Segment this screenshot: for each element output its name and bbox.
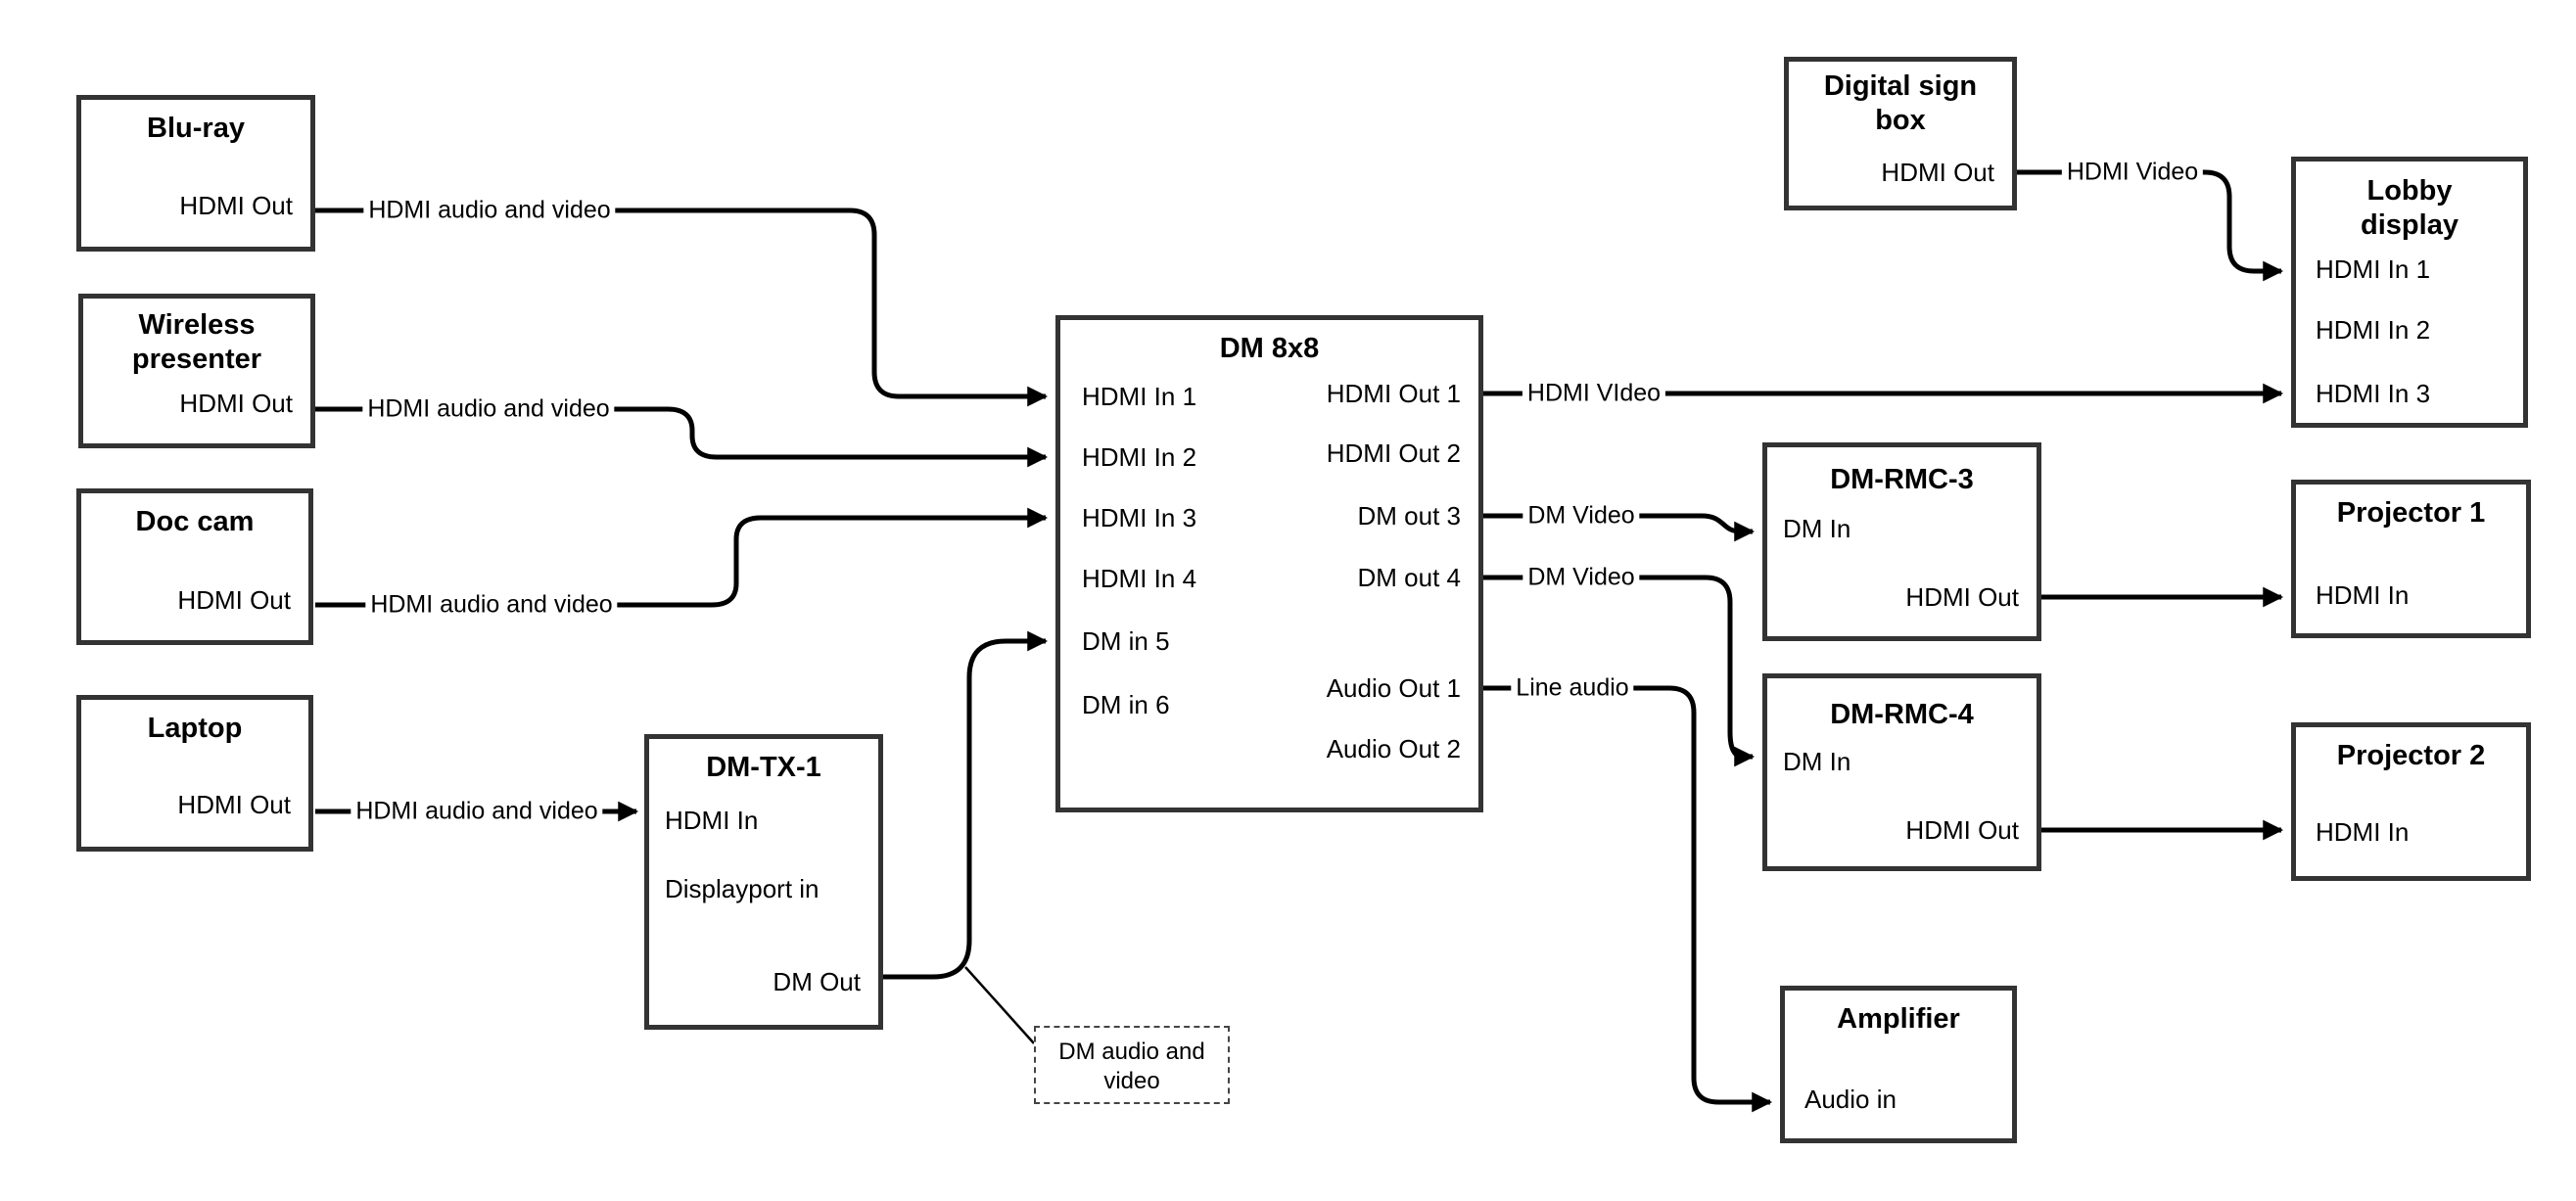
node-digsign-title: Digital sign box bbox=[1823, 70, 1978, 136]
connector-dm8x8-audio1-to-amplifier bbox=[1483, 685, 1773, 1113]
port-dm8x8-hdmi-out-1: HDMI Out 1 bbox=[1326, 379, 1461, 408]
node-wireless-title: Wireless presenter bbox=[131, 309, 262, 375]
port-digsign-hdmi-out: HDMI Out bbox=[1881, 158, 1994, 187]
node-projector-2: Projector 2 HDMI In bbox=[2291, 722, 2531, 881]
node-proj1-title: Projector 1 bbox=[2336, 497, 2486, 529]
connector-dm8x8-out4-to-rmc4 bbox=[1483, 575, 1756, 767]
port-dm8x8-hdmi-in-1: HDMI In 1 bbox=[1082, 382, 1197, 411]
port-dm8x8-hdmi-in-4: HDMI In 4 bbox=[1082, 564, 1197, 593]
node-laptop-title: Laptop bbox=[147, 713, 243, 744]
connector-bluray-to-dm8x8-in1 bbox=[315, 208, 1049, 407]
port-amp-audio-in: Audio in bbox=[1804, 1085, 1897, 1114]
node-amp-title: Amplifier bbox=[1837, 1003, 1960, 1035]
node-dmtx1-title: DM-TX-1 bbox=[706, 752, 821, 783]
link-label-bluray: HDMI audio and video bbox=[363, 197, 616, 224]
node-projector-1: Projector 1 HDMI In bbox=[2291, 480, 2531, 638]
node-digital-sign-box: Digital sign box HDMI Out bbox=[1784, 57, 2017, 210]
port-lobby-hdmi-in-3: HDMI In 3 bbox=[2316, 379, 2431, 408]
node-wireless-presenter: Wireless presenter HDMI Out bbox=[78, 294, 315, 448]
node-lobby-display: Lobby display HDMI In 1 HDMI In 2 HDMI I… bbox=[2291, 157, 2528, 428]
link-label-hdmi-out-1: HDMI VIdeo bbox=[1522, 380, 1666, 407]
port-rmc3-dm-in: DM In bbox=[1783, 514, 1851, 543]
port-rmc4-hdmi-out: HDMI Out bbox=[1905, 815, 2019, 845]
port-dm8x8-hdmi-in-3: HDMI In 3 bbox=[1082, 503, 1197, 532]
node-laptop: Laptop HDMI Out bbox=[76, 695, 313, 852]
port-bluray-hdmi-out: HDMI Out bbox=[179, 191, 293, 220]
node-dm-rmc-4: DM-RMC-4 DM In HDMI Out bbox=[1762, 673, 2041, 871]
node-dm-8x8: DM 8x8 HDMI In 1 HDMI In 2 HDMI In 3 HDM… bbox=[1055, 315, 1483, 812]
port-proj2-hdmi-in: HDMI In bbox=[2316, 817, 2410, 847]
note-dm-audio-video: DM audio and video bbox=[1034, 1026, 1230, 1104]
port-dm8x8-hdmi-in-2: HDMI In 2 bbox=[1082, 442, 1197, 472]
port-dmtx1-displayport-in: Displayport in bbox=[665, 874, 820, 903]
connector-digsign-to-lobby-in1 bbox=[2017, 169, 2284, 282]
link-label-audio-out-1: Line audio bbox=[1511, 674, 1634, 702]
port-proj1-hdmi-in: HDMI In bbox=[2316, 580, 2410, 610]
node-doc-cam: Doc cam HDMI Out bbox=[76, 488, 313, 645]
link-label-digsign: HDMI Video bbox=[2061, 159, 2204, 186]
port-dm8x8-dm-out-4: DM out 4 bbox=[1357, 563, 1462, 592]
node-doccam-title: Doc cam bbox=[135, 506, 255, 537]
port-laptop-hdmi-out: HDMI Out bbox=[177, 790, 291, 819]
node-bluray-title: Blu-ray bbox=[147, 113, 245, 144]
connector-dmtx1-to-dm8x8-in5 bbox=[883, 630, 1049, 980]
link-label-dm-out-3: DM Video bbox=[1522, 502, 1640, 530]
node-amplifier: Amplifier Audio in bbox=[1780, 986, 2017, 1143]
port-rmc4-dm-in: DM In bbox=[1783, 747, 1851, 776]
link-label-dm-out-4: DM Video bbox=[1522, 564, 1640, 591]
port-rmc3-hdmi-out: HDMI Out bbox=[1905, 582, 2019, 612]
note-text: DM audio and video bbox=[1058, 1039, 1205, 1094]
node-rmc4-title: DM-RMC-4 bbox=[1830, 699, 1974, 730]
port-lobby-hdmi-in-1: HDMI In 1 bbox=[2316, 254, 2431, 284]
node-dm-rmc-3: DM-RMC-3 DM In HDMI Out bbox=[1762, 442, 2041, 641]
node-lobby-title: Lobby display bbox=[2361, 175, 2459, 241]
port-dm8x8-hdmi-out-2: HDMI Out 2 bbox=[1326, 439, 1461, 468]
port-dm8x8-audio-out-2: Audio Out 2 bbox=[1326, 734, 1461, 763]
port-dm8x8-audio-out-1: Audio Out 1 bbox=[1326, 673, 1461, 703]
node-proj2-title: Projector 2 bbox=[2336, 740, 2486, 771]
note-leader-line bbox=[964, 966, 1035, 1044]
link-label-laptop: HDMI audio and video bbox=[351, 798, 603, 825]
port-lobby-hdmi-in-2: HDMI In 2 bbox=[2316, 315, 2431, 345]
link-label-doccam: HDMI audio and video bbox=[365, 591, 618, 619]
port-doccam-hdmi-out: HDMI Out bbox=[177, 585, 291, 615]
node-bluray: Blu-ray HDMI Out bbox=[76, 95, 315, 252]
port-dmtx1-dm-out: DM Out bbox=[773, 967, 861, 996]
node-rmc3-title: DM-RMC-3 bbox=[1830, 464, 1974, 495]
link-label-wireless: HDMI audio and video bbox=[362, 395, 615, 423]
node-dm-tx-1: DM-TX-1 HDMI In Displayport in DM Out bbox=[644, 734, 883, 1030]
port-wireless-hdmi-out: HDMI Out bbox=[179, 389, 293, 418]
port-dm8x8-dm-out-3: DM out 3 bbox=[1357, 501, 1462, 531]
port-dmtx1-hdmi-in: HDMI In bbox=[665, 806, 759, 835]
port-dm8x8-dm-in-5: DM in 5 bbox=[1082, 626, 1170, 656]
node-dm8x8-title: DM 8x8 bbox=[1219, 333, 1320, 364]
port-dm8x8-dm-in-6: DM in 6 bbox=[1082, 690, 1170, 719]
